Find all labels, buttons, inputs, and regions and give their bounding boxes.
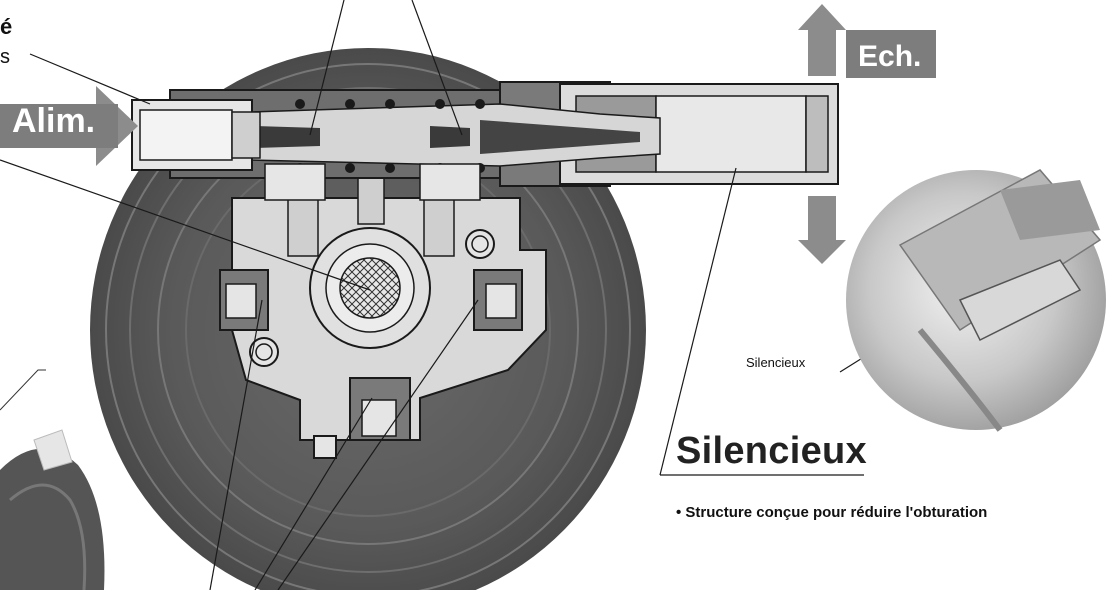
- cup-photo-partial: [0, 369, 105, 590]
- ejector-body: [131, 81, 839, 201]
- exhaust-label: Ech.: [858, 40, 922, 73]
- cut-off-label-second: s: [0, 46, 10, 68]
- feature-bullet: • Structure conçue pour réduire l'obtura…: [676, 504, 988, 521]
- supply-label-box: [0, 104, 118, 148]
- cut-off-label-top: é: [0, 14, 13, 39]
- silencer-callout-label: Silencieux: [746, 355, 806, 370]
- exhaust-arrow-down: [798, 196, 846, 264]
- manifold-block: [219, 177, 547, 459]
- supply-label: Alim.: [12, 102, 96, 140]
- exhaust-arrow-up: [798, 4, 936, 78]
- silencer-photo-bubble: [846, 169, 1106, 432]
- section-title: Silencieux: [676, 430, 867, 472]
